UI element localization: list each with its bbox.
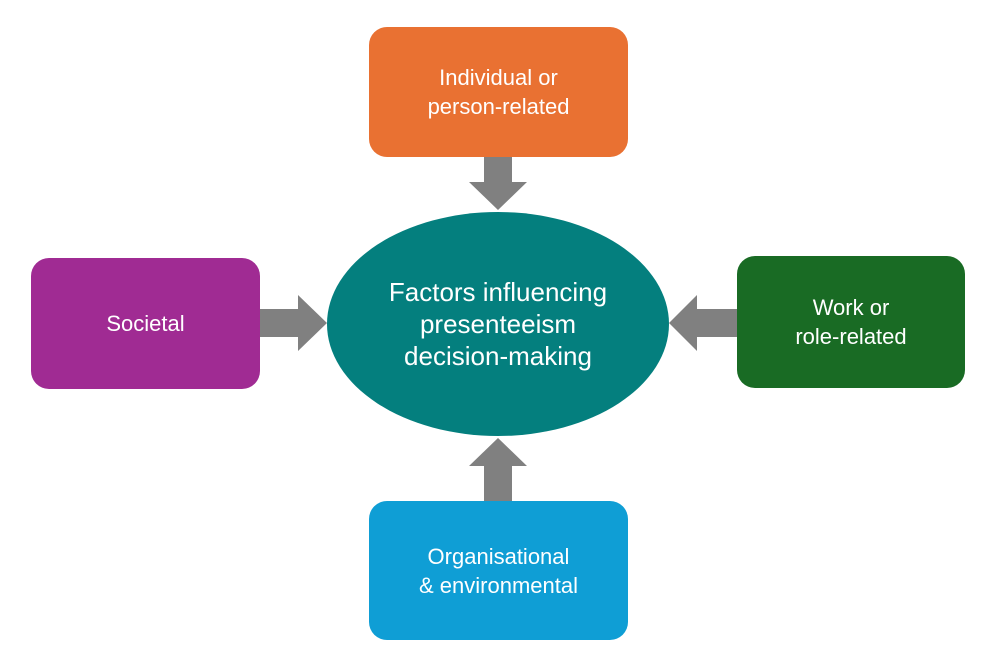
- arrow-right-from-societal: [260, 295, 327, 351]
- factor-label-work: Work or role-related: [795, 295, 907, 349]
- arrow-up-from-organisational: [469, 438, 527, 501]
- arrow-left-from-work: [669, 295, 737, 351]
- factor-box-societal: Societal: [31, 258, 260, 389]
- factor-label-organisational: Organisational & environmental: [419, 543, 578, 598]
- factor-box-organisational: Organisational & environmental: [369, 501, 628, 640]
- factor-label-societal: Societal: [106, 311, 185, 336]
- factor-box-individual: Individual or person-related: [369, 27, 628, 157]
- factor-label-individual: Individual or person-related: [427, 65, 570, 119]
- center-label: Factors influencing presenteeism decisio…: [388, 277, 608, 371]
- arrow-down-from-individual: [469, 157, 527, 210]
- factor-box-work: Work or role-related: [737, 256, 965, 388]
- center-ellipse: Factors influencing presenteeism decisio…: [327, 212, 669, 436]
